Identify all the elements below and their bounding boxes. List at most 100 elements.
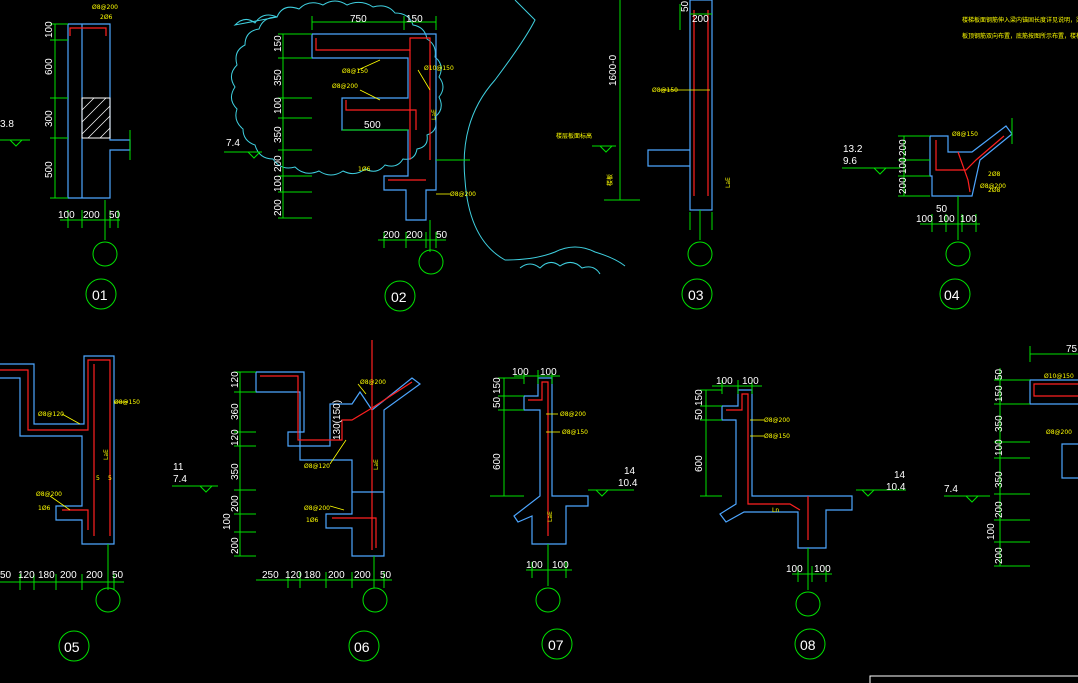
d06-dim-v-5: 200 bbox=[230, 495, 241, 512]
d05-dim-b-2: 120 bbox=[18, 570, 35, 581]
d07-dim-b-1: 100 bbox=[526, 560, 543, 571]
d02-tag[interactable]: 02 bbox=[391, 289, 407, 305]
d04-dim-v-1: 200 bbox=[898, 139, 909, 156]
d08-note-1: Ø8@200 bbox=[764, 417, 790, 424]
d07-dim-t-2: 100 bbox=[540, 367, 557, 378]
d05-dim-b-6: 50 bbox=[112, 570, 124, 581]
d06-note-2: Ø8@120 bbox=[304, 463, 330, 470]
detail-05 bbox=[0, 355, 128, 662]
d08-dim-t-2: 100 bbox=[742, 376, 759, 387]
detail-01 bbox=[0, 23, 131, 310]
d07-note-3: LaE bbox=[547, 511, 554, 522]
d08-dim-b-1: 100 bbox=[786, 564, 803, 575]
d09-dim-v-7: 100 bbox=[986, 523, 997, 540]
d04-dim-v-3: 200 bbox=[898, 177, 909, 194]
d04-dim-b-2: 100 bbox=[938, 214, 955, 225]
d02-dim-v-1: 150 bbox=[273, 35, 284, 52]
d01-dim-b-2: 200 bbox=[83, 210, 100, 221]
revision-cloud-2 bbox=[463, 0, 626, 267]
d08-level-1: 14 bbox=[894, 470, 906, 481]
d06-mid-dim: 130(150) bbox=[332, 400, 343, 440]
general-note-1: 楼梯板面钢筋伸入梁内锚固长度详见说明，梁配筋 bbox=[962, 16, 1078, 24]
d09-dim-v-8: 200 bbox=[994, 547, 1005, 564]
d05-dim-b-3: 180 bbox=[38, 570, 55, 581]
d01-dim-v-2: 600 bbox=[44, 58, 55, 75]
d07-dim-v-1: 150 bbox=[492, 377, 503, 394]
d09-dim-v-5: 350 bbox=[994, 471, 1005, 488]
detail-06 bbox=[172, 340, 422, 662]
d06-dim-b-6: 50 bbox=[380, 570, 392, 581]
d05-note-4: 1Ø6 bbox=[38, 505, 51, 512]
d06-dim-b-4: 200 bbox=[328, 570, 345, 581]
d04-dim-v-2: 100 bbox=[898, 157, 909, 174]
d03-note-3: 楼板 bbox=[606, 174, 614, 186]
d04-dim-b-1: 100 bbox=[916, 214, 933, 225]
d04-mid-dim: 50 bbox=[936, 204, 948, 215]
d08-note-2: Ø8@150 bbox=[764, 433, 790, 440]
d04-level-2: 9.6 bbox=[843, 156, 857, 167]
d01-note-1: Ø8@200 bbox=[92, 4, 118, 11]
d09-dim-t-1: 75 bbox=[1066, 344, 1078, 355]
d04-level-1: 13.2 bbox=[843, 144, 863, 155]
d08-note-3: Ln bbox=[772, 507, 779, 514]
d09-note-1: Ø10@150 bbox=[1044, 373, 1074, 380]
d08-dim-b-2: 100 bbox=[814, 564, 831, 575]
d01-dim-v-4: 500 bbox=[44, 161, 55, 178]
d02-mid-dim: 500 bbox=[364, 120, 381, 131]
d05-note-7: 5 bbox=[108, 475, 112, 482]
d06-note-4: 1Ø6 bbox=[306, 517, 319, 524]
d05-note-5: LaE bbox=[103, 449, 110, 460]
detail-04 bbox=[842, 118, 1013, 310]
d02-dim-v-4: 350 bbox=[273, 126, 284, 143]
d02-dim-v-2: 350 bbox=[273, 69, 284, 86]
d06-level-1: 11 bbox=[173, 462, 184, 473]
d04-note-4: Ø8@200 bbox=[980, 183, 1006, 190]
d08-dim-v-1: 150 bbox=[694, 389, 705, 406]
d03-dim-t-2: 200 bbox=[692, 14, 709, 25]
d06-note-5: LaE bbox=[373, 459, 380, 470]
d02-dim-v-5: 200 bbox=[273, 155, 284, 172]
d03-tag[interactable]: 03 bbox=[688, 287, 704, 303]
d06-note-1: Ø8@200 bbox=[360, 379, 386, 386]
d06-tag[interactable]: 06 bbox=[354, 639, 370, 655]
d06-dim-v-7: 200 bbox=[230, 537, 241, 554]
d04-note-2: 2Ø8 bbox=[988, 171, 1001, 178]
d05-note-2: Ø8@120 bbox=[38, 411, 64, 418]
d01-level: 3.8 bbox=[0, 119, 14, 130]
d02-dim-b-1: 200 bbox=[383, 230, 400, 241]
d06-level-2: 7.4 bbox=[173, 474, 187, 485]
d08-dim-v-3: 600 bbox=[694, 455, 705, 472]
d01-tag[interactable]: 01 bbox=[92, 287, 108, 303]
d06-note-3: Ø8@200 bbox=[304, 505, 330, 512]
d02-dim-v-7: 200 bbox=[273, 199, 284, 216]
d05-note-6: 5 bbox=[96, 475, 100, 482]
revision-cloud bbox=[231, 0, 444, 176]
d03-dim-t-1: 50 bbox=[680, 0, 691, 12]
d05-tag[interactable]: 05 bbox=[64, 639, 80, 655]
d06-dim-v-3: 120 bbox=[230, 429, 241, 446]
d03-level-note: 楼层板面标高 bbox=[556, 132, 592, 140]
d08-level-2: 10.4 bbox=[886, 482, 906, 493]
d06-dim-v-1: 120 bbox=[230, 371, 241, 388]
title-block-corner bbox=[869, 675, 1078, 683]
d06-dim-v-4: 350 bbox=[230, 463, 241, 480]
detail-07 bbox=[490, 370, 634, 660]
d01-dim-v-1: 100 bbox=[44, 21, 55, 38]
d02-note-4: Ø8@200 bbox=[450, 191, 476, 198]
d02-dim-b-3: 50 bbox=[436, 230, 448, 241]
d04-note-1: Ø8@150 bbox=[952, 131, 978, 138]
d06-dim-v-6: 100 bbox=[222, 513, 233, 530]
d07-dim-b-2: 100 bbox=[552, 560, 569, 571]
d01-dim-b-1: 100 bbox=[58, 210, 75, 221]
d07-tag[interactable]: 07 bbox=[548, 637, 564, 653]
d08-dim-t-1: 100 bbox=[716, 376, 733, 387]
d04-tag[interactable]: 04 bbox=[944, 287, 960, 303]
d04-note-3: 2Ø8 bbox=[988, 187, 1001, 194]
d08-tag[interactable]: 08 bbox=[800, 637, 816, 653]
detail-09 bbox=[944, 346, 1078, 567]
d02-dim-t-1: 750 bbox=[350, 14, 367, 25]
d07-note-2: Ø8@150 bbox=[562, 429, 588, 436]
d04-dim-b-3: 100 bbox=[960, 214, 977, 225]
d05-dim-b-5: 200 bbox=[86, 570, 103, 581]
